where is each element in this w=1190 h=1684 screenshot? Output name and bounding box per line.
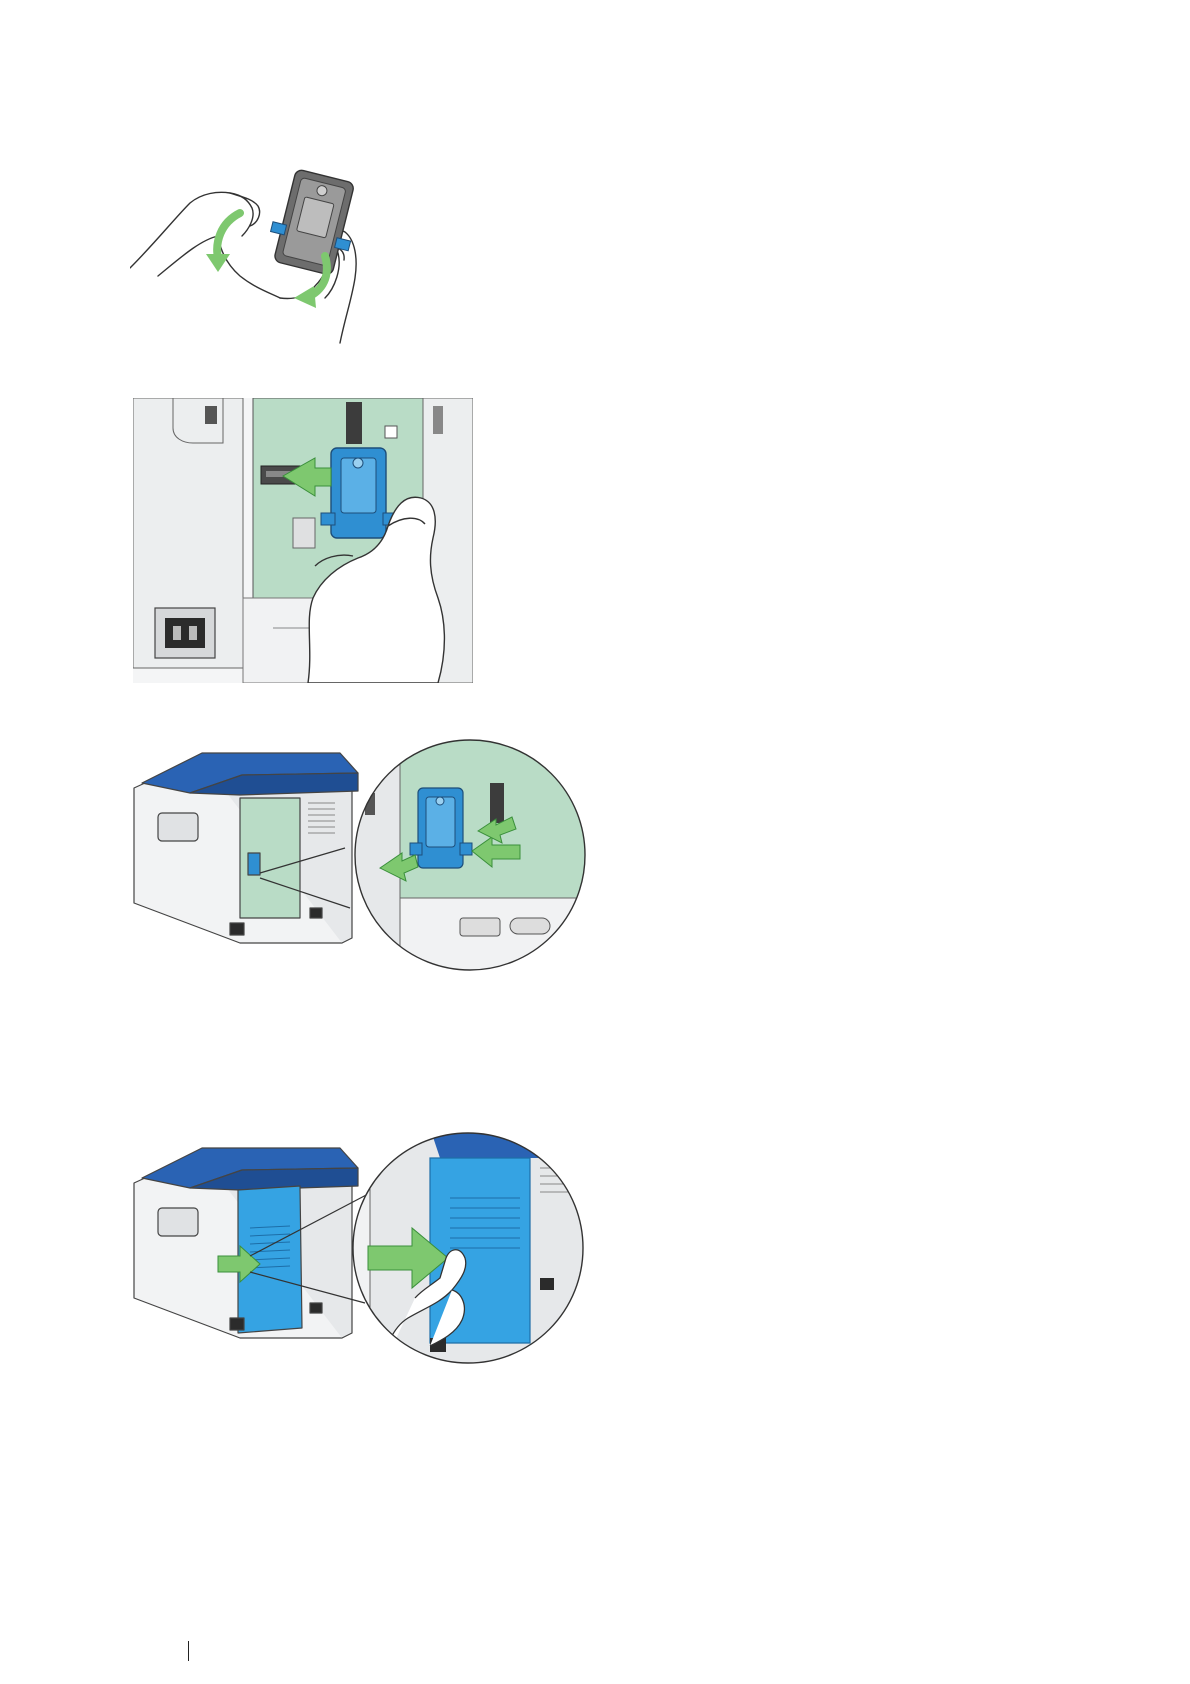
- fig-hold-wireless-adapter: [130, 148, 390, 348]
- footer-rule: [188, 1641, 189, 1661]
- fig-close-control-board-cover: [130, 1128, 590, 1373]
- fig-press-adapter-clips: [130, 733, 600, 978]
- fig-insert-adapter-into-connector: [133, 398, 473, 683]
